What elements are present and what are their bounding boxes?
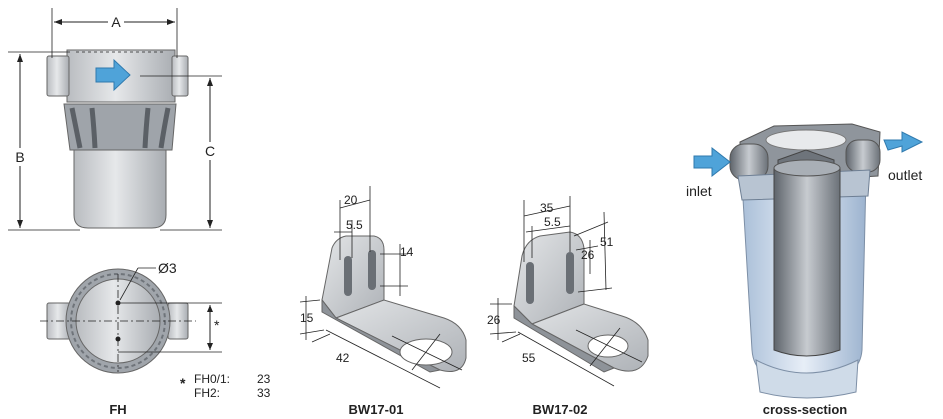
cross-outlet-arrow [883,131,924,153]
fh-dim-star: * [214,317,220,333]
bw1702-dim-1: 5.5 [544,215,561,229]
fh-top-view: Ø3 * [40,260,222,374]
fh-note-star: * [180,375,186,391]
bw1702-dim-0: 35 [540,201,554,215]
bw1701-dim-2: 14 [400,245,414,259]
fh-bowl [73,149,167,229]
fh-flow-arrow [95,58,131,92]
fh-note-row1-value: 23 [257,372,271,386]
fh-note-row2-model: FH2: [194,386,220,400]
bw1701-dim-4: 42 [336,351,350,365]
cross-section-caption: cross-section [763,402,848,417]
bw1702-dim-4: 26 [487,313,501,327]
bw1701-dim-1: 5.5 [346,218,363,232]
bw1702-drawing: 35 5.5 51 26 26 55 [487,196,649,387]
cross-filter-cartridge [773,163,841,357]
cross-outlet-label: outlet [888,167,922,183]
bw1701-caption: BW17-01 [349,402,404,417]
fh-note: * FH0/1: 23 FH2: 33 [180,372,271,400]
fh-dim-a: A [111,14,121,30]
bw1701-dim-0: 20 [344,193,358,207]
cross-inlet-arrow [693,146,731,178]
bw1702-dim-5: 55 [522,351,536,365]
fh-dim-b: B [15,149,24,165]
fh-dim-hole: Ø3 [158,260,177,276]
fh-caption: FH [109,402,126,417]
bw1702-caption: BW17-02 [533,402,588,417]
fh-front-view: A B C [8,8,222,231]
bw1702-dim-3: 26 [581,248,595,262]
bw1701-dim-3: 15 [300,311,314,325]
fh-note-row2-value: 33 [257,386,271,400]
cross-inlet-label: inlet [686,183,712,199]
cross-section-render: inlet outlet [686,123,924,399]
fh-dim-c: C [205,143,215,159]
bw1701-drawing: 20 5.5 14 15 42 [299,186,467,389]
bw1702-dim-2: 51 [600,235,614,249]
fh-port-left [46,55,70,97]
fh-note-row1-model: FH0/1: [194,372,230,386]
